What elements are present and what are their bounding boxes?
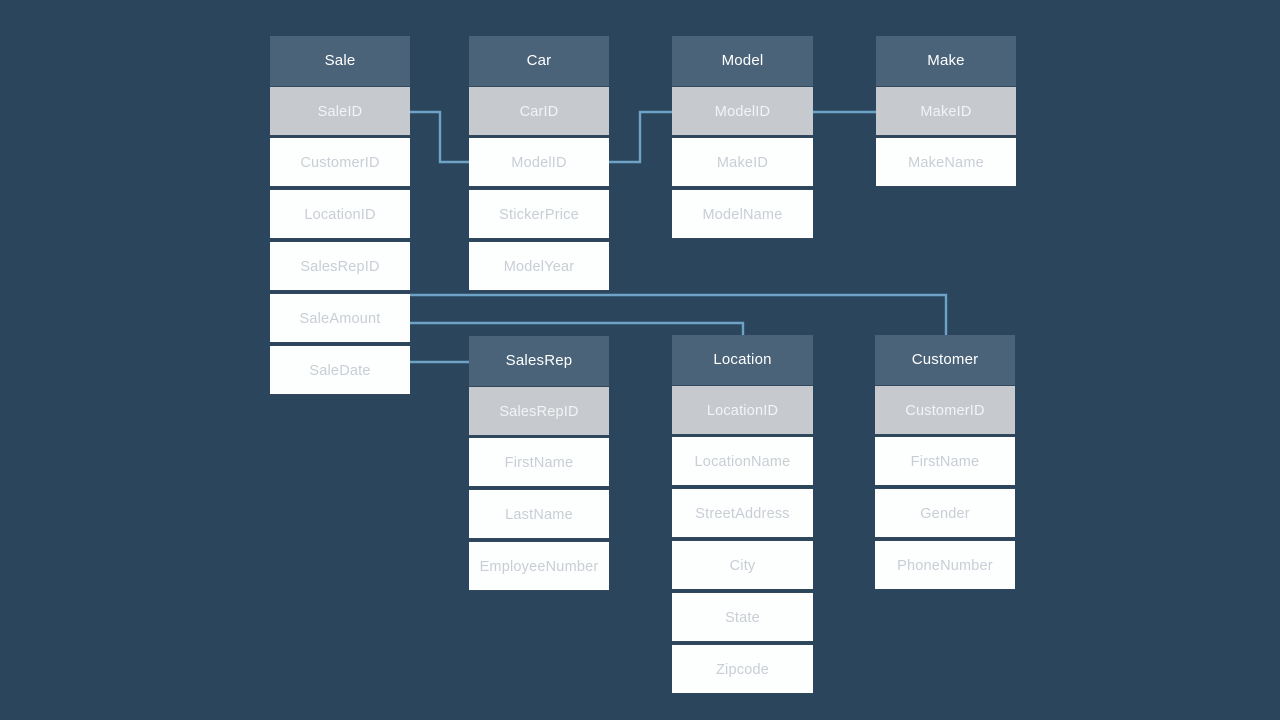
entity-car-title: Car	[469, 36, 609, 86]
entity-location-attr-locationname[interactable]: LocationName	[672, 436, 813, 486]
entity-make[interactable]: Make MakeID MakeName	[876, 36, 1016, 187]
entity-salesrep-attr-employeenumber[interactable]: EmployeeNumber	[469, 541, 609, 591]
entity-model-title: Model	[672, 36, 813, 86]
entity-location-title: Location	[672, 335, 813, 385]
entity-customer[interactable]: Customer CustomerID FirstName Gender Pho…	[875, 335, 1015, 590]
entity-location-attr-streetaddress[interactable]: StreetAddress	[672, 488, 813, 538]
entity-salesrep-attr-firstname[interactable]: FirstName	[469, 437, 609, 487]
entity-salesrep-attr-lastname[interactable]: LastName	[469, 489, 609, 539]
connector-sale-saleid-to-car-modelid	[410, 110, 469, 164]
entity-car-attr-modelyear[interactable]: ModelYear	[469, 241, 609, 291]
entity-location[interactable]: Location LocationID LocationName StreetA…	[672, 335, 813, 694]
entity-sale-attr-salesrepid[interactable]: SalesRepID	[270, 241, 410, 291]
connector-sale-customerid-to-customer	[410, 293, 948, 335]
entity-make-pk-makeid[interactable]: MakeID	[876, 86, 1016, 136]
entity-sale-attr-saleamount[interactable]: SaleAmount	[270, 293, 410, 343]
entity-model-attr-modelname[interactable]: ModelName	[672, 189, 813, 239]
entity-model-attr-makeid[interactable]: MakeID	[672, 137, 813, 187]
entity-model[interactable]: Model ModelID MakeID ModelName	[672, 36, 813, 239]
entity-location-pk-locationid[interactable]: LocationID	[672, 385, 813, 435]
entity-model-pk-modelid[interactable]: ModelID	[672, 86, 813, 136]
entity-sale[interactable]: Sale SaleID CustomerID LocationID SalesR…	[270, 36, 410, 395]
entity-salesrep[interactable]: SalesRep SalesRepID FirstName LastName E…	[469, 336, 609, 591]
entity-location-attr-state[interactable]: State	[672, 592, 813, 642]
entity-sale-title: Sale	[270, 36, 410, 86]
connector-sale-locationid-to-location	[410, 321, 745, 335]
entity-salesrep-pk-salesrepid[interactable]: SalesRepID	[469, 386, 609, 436]
entity-make-attr-makename[interactable]: MakeName	[876, 137, 1016, 187]
entity-car-pk-carid[interactable]: CarID	[469, 86, 609, 136]
entity-customer-pk-customerid[interactable]: CustomerID	[875, 385, 1015, 435]
entity-sale-attr-saledate[interactable]: SaleDate	[270, 345, 410, 395]
entity-customer-attr-gender[interactable]: Gender	[875, 488, 1015, 538]
connector-car-modelid-to-model-modelid	[609, 110, 672, 164]
entity-customer-attr-firstname[interactable]: FirstName	[875, 436, 1015, 486]
entity-location-attr-city[interactable]: City	[672, 540, 813, 590]
entity-car-attr-modelid[interactable]: ModelID	[469, 137, 609, 187]
entity-sale-pk-saleid[interactable]: SaleID	[270, 86, 410, 136]
entity-sale-attr-customerid[interactable]: CustomerID	[270, 137, 410, 187]
entity-salesrep-title: SalesRep	[469, 336, 609, 386]
entity-customer-title: Customer	[875, 335, 1015, 385]
entity-car[interactable]: Car CarID ModelID StickerPrice ModelYear	[469, 36, 609, 291]
entity-sale-attr-locationid[interactable]: LocationID	[270, 189, 410, 239]
entity-make-title: Make	[876, 36, 1016, 86]
entity-customer-attr-phonenumber[interactable]: PhoneNumber	[875, 540, 1015, 590]
entity-location-attr-zipcode[interactable]: Zipcode	[672, 644, 813, 694]
entity-car-attr-stickerprice[interactable]: StickerPrice	[469, 189, 609, 239]
